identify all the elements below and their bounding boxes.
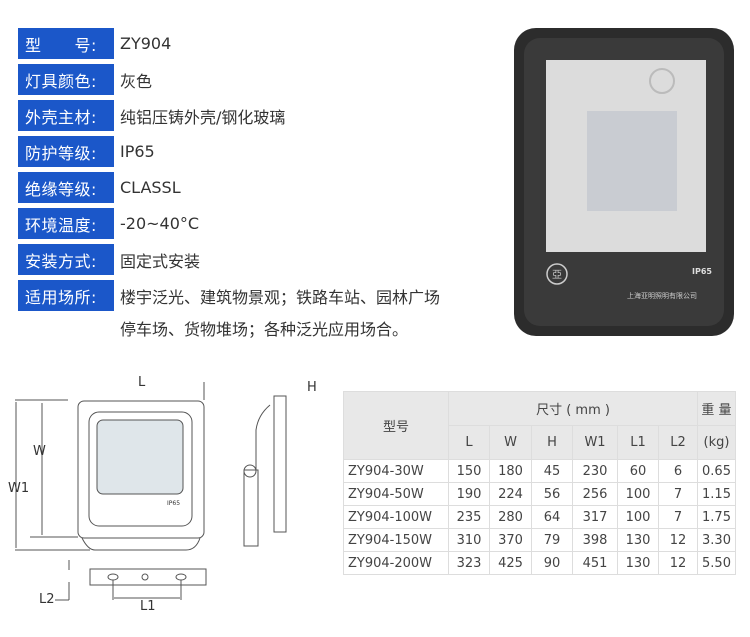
value-cell: 398 xyxy=(572,528,618,552)
spec-label: 安装方式: xyxy=(18,244,114,275)
dim-header-w: W xyxy=(489,425,532,460)
spec-label: 灯具颜色: xyxy=(18,64,114,95)
value-cell: 60 xyxy=(617,459,659,483)
value-cell: 7 xyxy=(658,482,698,506)
spec-value: 灰色 xyxy=(120,71,153,91)
model-cell: ZY904-100W xyxy=(343,505,449,529)
value-cell: 64 xyxy=(531,505,573,529)
spec-label: 型 号: xyxy=(18,28,114,59)
dim-header-l1: L1 xyxy=(617,425,659,460)
spec-label: 适用场所: xyxy=(18,280,114,311)
value-cell: 280 xyxy=(489,505,532,529)
value-cell: 3.30 xyxy=(697,528,736,552)
value-cell: 235 xyxy=(448,505,490,529)
value-cell: 100 xyxy=(617,482,659,506)
spec-row: 型 号: ZY904 xyxy=(18,28,171,59)
value-cell: 451 xyxy=(572,551,618,575)
model-cell: ZY904-200W xyxy=(343,551,449,575)
spec-row: 安装方式: 固定式安装 xyxy=(18,244,200,275)
spec-row: 适用场所: 楼宇泛光、建筑物景观；铁路车站、园林广场 xyxy=(18,280,440,311)
model-header: 型号 xyxy=(343,391,449,460)
value-cell: 0.65 xyxy=(697,459,736,483)
value-cell: 317 xyxy=(572,505,618,529)
value-cell: 224 xyxy=(489,482,532,506)
value-cell: 12 xyxy=(658,528,698,552)
value-cell: 12 xyxy=(658,551,698,575)
drawing-ip-label: IP65 xyxy=(167,500,180,507)
spec-value: -20~40°C xyxy=(120,214,200,233)
model-cell: ZY904-50W xyxy=(343,482,449,506)
value-cell: 425 xyxy=(489,551,532,575)
dim-header-w1: W1 xyxy=(572,425,618,460)
spec-row: 外壳主材: 纯铝压铸外壳/钢化玻璃 xyxy=(18,100,285,131)
spec-row: 环境温度: -20~40°C xyxy=(18,208,199,239)
spec-row: 防护等级: IP65 xyxy=(18,136,155,167)
dimension-drawing: L H W W1 L2 L1 IP65 xyxy=(8,375,317,614)
spec-value: ZY904 xyxy=(120,34,172,53)
value-cell: 230 xyxy=(572,459,618,483)
product-photo: 亞 IP65 上海亚明照明有限公司 xyxy=(514,28,734,336)
brand-logo: 亞 xyxy=(552,270,562,281)
dim-label-w: W xyxy=(33,444,46,459)
dim-label-l1: L1 xyxy=(140,599,156,614)
weight-header: 重 量 xyxy=(697,391,736,426)
value-cell: 79 xyxy=(531,528,573,552)
value-cell: 370 xyxy=(489,528,532,552)
model-cell: ZY904-30W xyxy=(343,459,449,483)
value-cell: 1.75 xyxy=(697,505,736,529)
value-cell: 56 xyxy=(531,482,573,506)
dim-label-l2: L2 xyxy=(39,592,55,607)
spec-label: 环境温度: xyxy=(18,208,114,239)
model-cell: ZY904-150W xyxy=(343,528,449,552)
value-cell: 323 xyxy=(448,551,490,575)
value-cell: 310 xyxy=(448,528,490,552)
value-cell: 7 xyxy=(658,505,698,529)
spec-value: IP65 xyxy=(120,142,155,161)
dim-label-h: H xyxy=(307,380,317,395)
value-cell: 180 xyxy=(489,459,532,483)
value-cell: 150 xyxy=(448,459,490,483)
spec-label: 防护等级: xyxy=(18,136,114,167)
value-cell: 6 xyxy=(658,459,698,483)
dim-label-w1: W1 xyxy=(8,481,29,496)
brand-logo-icon xyxy=(546,263,568,285)
value-cell: 130 xyxy=(617,528,659,552)
value-cell: 1.15 xyxy=(697,482,736,506)
spec-value-continued: 停车场、货物堆场；各种泛光应用场合。 xyxy=(120,320,409,339)
dim-header-l: L xyxy=(448,425,490,460)
dim-header-l2: L2 xyxy=(658,425,698,460)
value-cell: 90 xyxy=(531,551,573,575)
value-cell: 5.50 xyxy=(697,551,736,575)
value-cell: 45 xyxy=(531,459,573,483)
value-cell: 256 xyxy=(572,482,618,506)
spec-label: 绝缘等级: xyxy=(18,172,114,203)
value-cell: 130 xyxy=(617,551,659,575)
photo-maker: 上海亚明照明有限公司 xyxy=(627,291,697,300)
spec-row: 灯具颜色: 灰色 xyxy=(18,64,152,95)
value-cell: 100 xyxy=(617,505,659,529)
weight-unit: (kg) xyxy=(697,425,736,460)
dim-label-l: L xyxy=(138,375,146,390)
spec-row: 绝缘等级: CLASSL xyxy=(18,172,181,203)
spec-value: 固定式安装 xyxy=(120,251,201,271)
photo-ip-label: IP65 xyxy=(692,267,712,276)
spec-label: 外壳主材: xyxy=(18,100,114,131)
spec-value: 楼宇泛光、建筑物景观；铁路车站、园林广场 xyxy=(120,287,441,307)
spec-value: 纯铝压铸外壳/钢化玻璃 xyxy=(120,107,286,127)
size-header: 尺寸 ( mm ) xyxy=(448,391,698,426)
dim-header-h: H xyxy=(531,425,573,460)
value-cell: 190 xyxy=(448,482,490,506)
spec-value: CLASSL xyxy=(120,178,181,197)
